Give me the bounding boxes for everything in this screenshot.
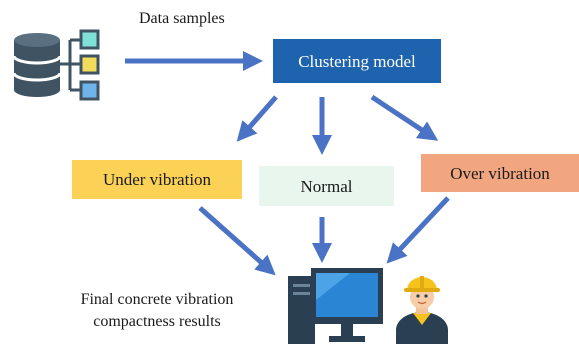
result-label-line1: Final concrete vibration (80, 291, 234, 308)
over-vibration-box: Over vibration (421, 154, 579, 192)
computer-icon (288, 268, 383, 344)
worker-icon (396, 276, 448, 344)
under-vibration-label: Under vibration (102, 170, 212, 189)
result-label-line2: compactness results (93, 313, 221, 330)
arrow-model-to-over (370, 94, 439, 141)
data-samples-icon (60, 29, 100, 101)
under-vibration-box: Under vibration (72, 160, 242, 199)
arrow-model-to-under (236, 95, 278, 142)
normal-box: Normal (259, 166, 394, 206)
clustering-model-label: Clustering model (298, 51, 416, 71)
data-samples-label: Data samples (139, 10, 225, 27)
database-icon (12, 33, 62, 97)
arrow-under-to-result (198, 206, 276, 276)
arrow-over-to-result (386, 196, 450, 264)
over-vibration-label: Over vibration (450, 163, 550, 183)
clustering-model-box: Clustering model (273, 39, 441, 83)
normal-label: Normal (300, 176, 353, 196)
result-label: Final concrete vibration compactness res… (42, 289, 272, 333)
